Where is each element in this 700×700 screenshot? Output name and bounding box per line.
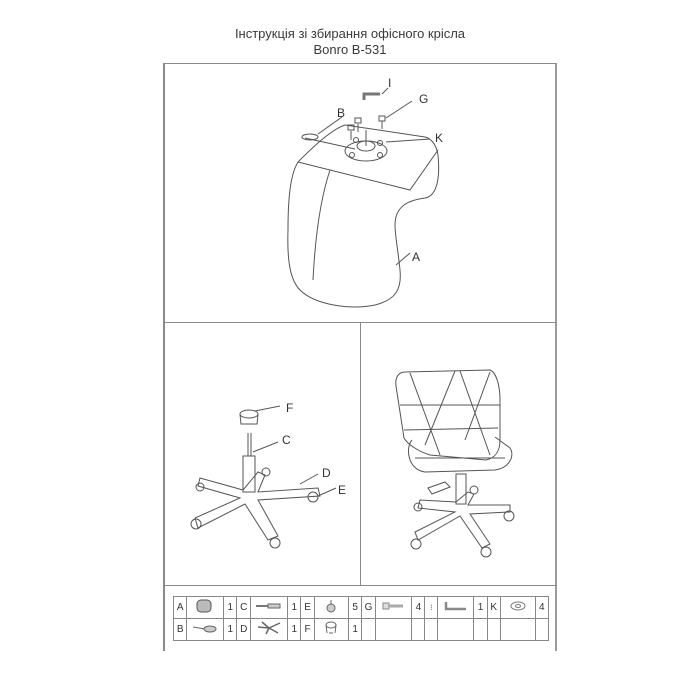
star-base-icon [249,618,289,641]
bolt-icon [374,596,413,619]
part-qty: 4 [411,596,426,619]
instruction-frame [163,63,557,651]
document-title: Інструкція зі збирання офісного крісла [234,26,466,41]
callout-E: E [338,483,347,497]
table-row: A 1 C 1 E 5 G 4 ⁝ 1 K 4 [172,596,550,619]
part-letter: A [172,596,188,619]
part-qty: 1 [223,596,238,619]
part-letter: E [300,596,315,619]
callout-I: I [388,76,392,90]
part-letter: D [236,618,251,641]
callout-K: K [435,131,444,145]
part-qty: 1 [287,618,302,641]
seat-icon [186,596,225,619]
part-qty: 1 [223,618,238,641]
part-qty: 1 [473,596,488,619]
part-letter: B [172,618,188,641]
gas-lift-cover-icon [313,618,350,641]
panel-divider-vertical [360,322,361,585]
callout-F: F [286,401,294,415]
table-section-divider [163,585,557,586]
part-letter: C [236,596,251,619]
callout-C: C [282,433,291,447]
mechanism-lever-icon [186,618,225,641]
part-qty: 1 [287,596,302,619]
washer-icon [499,596,536,619]
part-letter: ⁝ [424,596,438,619]
callout-A: A [412,250,421,264]
document-model: Bonro B-531 [313,42,387,57]
part-qty: 5 [348,596,363,619]
part-letter: F [300,618,315,641]
callout-G: G [419,92,429,106]
caster-icon [313,596,350,619]
table-row: B 1 D 1 F 1 [172,618,550,641]
gas-lift-icon [249,596,289,619]
callout-B: B [337,106,346,120]
part-letter: G [361,596,376,619]
part-qty: 4 [534,596,550,619]
part-letter: K [486,596,501,619]
hex-key-icon [436,596,475,619]
parts-table: A 1 C 1 E 5 G 4 ⁝ 1 K 4 B 1 D 1 F 1 [172,596,550,641]
part-qty: 1 [348,618,363,641]
callout-D: D [322,466,331,480]
